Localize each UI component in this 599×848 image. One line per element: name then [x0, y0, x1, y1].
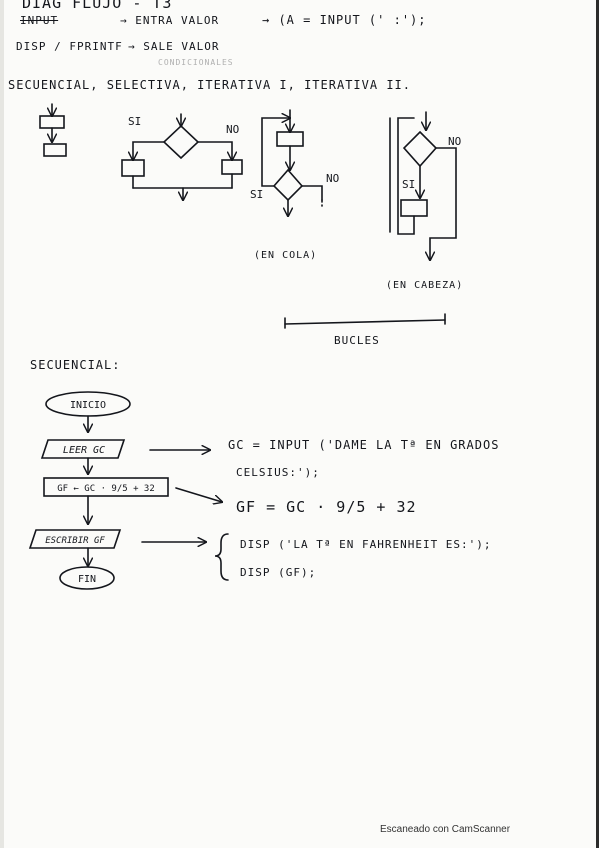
label-bucles: BUCLES — [334, 334, 380, 347]
code-line-disp-text: DISP ('LA Tª EN FAHRENHEIT ES:'); — [240, 538, 492, 551]
label-si-selectiva: SI — [128, 115, 141, 128]
faint-note: CONDICIONALES — [158, 58, 234, 67]
label-no-cabeza: NO — [448, 135, 461, 148]
input-code-example: → (A = INPUT (' :'); — [262, 13, 427, 27]
structure-types: SECUENCIAL, SELECTIVA, ITERATIVA I, ITER… — [8, 78, 412, 92]
flow-inicio-label: INICIO — [70, 400, 106, 411]
page-title: DIAG FLUJO - T3 — [22, 0, 173, 12]
section-title: SECUENCIAL: — [30, 358, 121, 372]
disp-description: → SALE VALOR — [128, 40, 220, 53]
page-left-edge — [0, 0, 4, 848]
code-line-formula: GF = GC · 9/5 + 32 — [236, 498, 417, 516]
label-no-cola: NO — [326, 172, 339, 185]
diagram-iterativa-cola — [261, 109, 323, 216]
bucles-bracket — [284, 313, 446, 329]
label-si-cola: SI — [250, 188, 263, 201]
diagram-selectiva — [121, 113, 243, 200]
code-line-disp-value: DISP (GF); — [240, 566, 317, 579]
input-keyword: INPUT — [20, 14, 59, 27]
label-en-cola: (EN COLA) — [254, 250, 317, 261]
label-si-cabeza: SI — [402, 178, 415, 191]
diagram-secuencial — [39, 103, 67, 157]
flow-escribir-label: ESCRIBIR GF — [45, 536, 105, 546]
code-line-celsius: CELSIUS:'); — [236, 466, 320, 479]
label-en-cabeza: (EN CABEZA) — [386, 280, 463, 291]
flow-calc-label: GF ← GC · 9/5 + 32 — [57, 484, 155, 494]
input-description: → ENTRA VALOR — [120, 14, 220, 27]
disp-keyword: DISP / FPRINTF — [16, 40, 123, 53]
flow-to-code-arrows — [141, 450, 229, 581]
code-line-input: GC = INPUT ('DAME LA Tª EN GRADOS — [228, 438, 500, 452]
label-no-selectiva: NO — [226, 123, 239, 136]
flow-leer-label: LEER GC — [63, 445, 105, 456]
flow-fin-label: FIN — [78, 574, 96, 585]
scanner-watermark: Escaneado con CamScanner — [380, 824, 511, 835]
page-right-edge — [596, 0, 599, 848]
diagram-iterativa-cabeza — [389, 111, 457, 260]
temperature-flowchart — [28, 391, 169, 590]
